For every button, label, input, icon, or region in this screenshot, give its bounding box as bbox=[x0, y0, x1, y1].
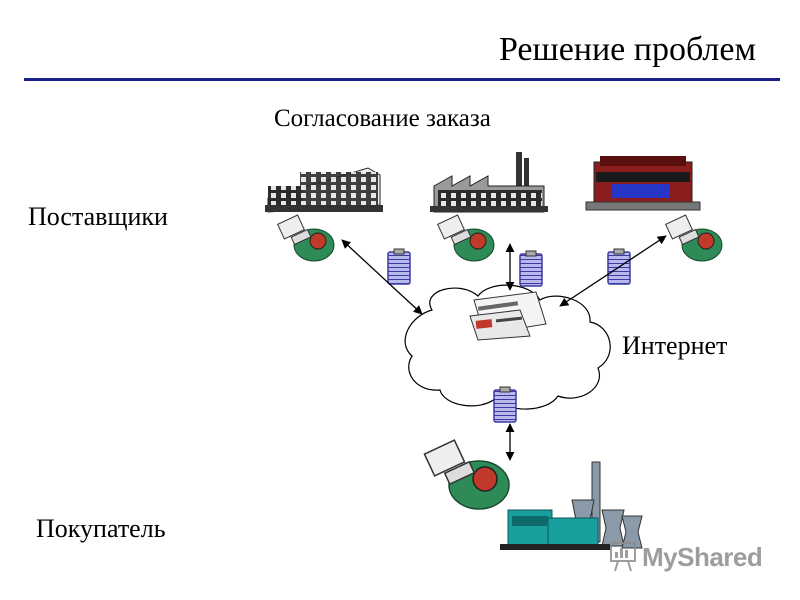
title-underline bbox=[24, 78, 780, 81]
person-at-computer-icon bbox=[276, 214, 335, 262]
connector-arrow bbox=[559, 235, 667, 307]
office-building-icon bbox=[265, 167, 383, 213]
connector-arrow bbox=[341, 239, 423, 315]
watermark-brand: MyShared bbox=[642, 541, 763, 572]
slide-title: Решение проблем bbox=[498, 31, 756, 68]
person-at-computer-icon bbox=[664, 214, 723, 262]
shop-building-icon bbox=[585, 156, 701, 211]
factory-icon bbox=[430, 152, 548, 213]
internet-label: Интернет bbox=[622, 331, 728, 360]
power-plant-icon bbox=[500, 461, 643, 550]
presentation-board-icon bbox=[610, 542, 636, 572]
person-at-computer-icon bbox=[423, 439, 510, 510]
person-at-computer-icon bbox=[436, 214, 495, 262]
diagram-subtitle: Согласование заказа bbox=[274, 105, 491, 132]
newspaper-icon bbox=[469, 291, 547, 341]
suppliers-label: Поставщики bbox=[28, 202, 168, 231]
order-document-icon bbox=[519, 250, 543, 287]
order-document-icon bbox=[493, 386, 517, 423]
internet-cloud-icon bbox=[404, 284, 611, 410]
order-document-icon bbox=[387, 248, 411, 285]
buyer-label: Покупатель bbox=[36, 514, 166, 543]
watermark-logo: MyShared bbox=[610, 541, 763, 572]
